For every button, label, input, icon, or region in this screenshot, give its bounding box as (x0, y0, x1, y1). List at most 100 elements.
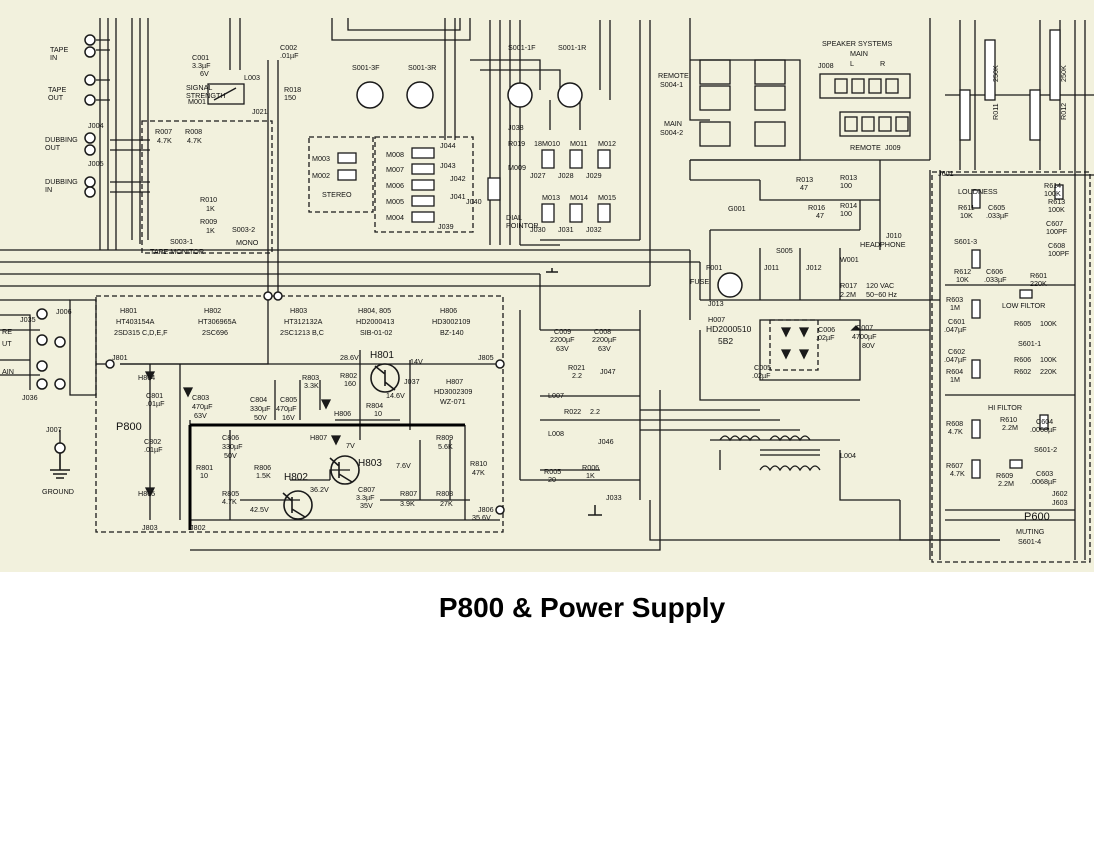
label-j038: J038 (508, 123, 524, 132)
label-r009: R009 (200, 217, 217, 226)
label-c801: C801 (146, 391, 163, 400)
label-c603: C603 (1036, 469, 1053, 478)
label-part-sub-h804: SIB-01-02 (360, 328, 392, 337)
label-j033: J033 (606, 493, 622, 502)
label-r805-value: 4.7K (222, 497, 237, 506)
label-voltage-35-6: 35.6V (472, 513, 491, 522)
label-r804: R804 (366, 401, 383, 410)
label-speaker-remote: REMOTE (850, 143, 881, 152)
label-hi-filtor: HI FILTOR (988, 403, 1022, 412)
label-j805: J805 (478, 353, 494, 362)
label-remote: REMOTE (658, 71, 689, 80)
label-j803: J803 (142, 523, 158, 532)
label-s001-1r: S001-1R (558, 43, 586, 52)
label-h807-ref: H807 (446, 377, 463, 386)
label-h807-type: HD3002309 (434, 387, 472, 396)
label-c803: C803 (192, 393, 209, 402)
label-j802: J802 (190, 523, 206, 532)
label-r805: R805 (222, 489, 239, 498)
label-speaker-r: R (880, 59, 885, 68)
label-f001: F001 (706, 263, 722, 272)
label-c006: C006 (818, 325, 835, 334)
label-r803-value: 3.3K (304, 381, 319, 390)
label-voltage-14-6: 14.6V (386, 391, 405, 400)
label-l003: L003 (244, 73, 260, 82)
label-h807-sub: WZ-071 (440, 397, 466, 406)
label-r602-value: 220K (1040, 367, 1057, 376)
label-c802: C802 (144, 437, 161, 446)
label-r601-value: 220K (1030, 279, 1047, 288)
label-r603: R603 (946, 295, 963, 304)
label-m013: M013 (542, 193, 560, 202)
label-part-type-h804: HD2000413 (356, 317, 394, 326)
label-r611: R611 (958, 203, 975, 212)
label-board-p800: P800 (116, 421, 142, 433)
label-r017-value: 2.2M (840, 290, 856, 299)
label-r604: R604 (946, 367, 963, 376)
label-r807-value: 3.9K (400, 499, 415, 508)
label-r808-value: 27K (440, 499, 453, 508)
label-r011-value: 250K (991, 65, 1000, 82)
label-voltage-7: 7V (346, 441, 355, 450)
label-j602: J602 (1052, 489, 1068, 498)
label-s601-1: S601-1 (1018, 339, 1041, 348)
label-r010: R010 (200, 195, 217, 204)
label-r612-value: 10K (956, 275, 969, 284)
label-c804: C804 (250, 395, 267, 404)
label-c805: C805 (280, 395, 297, 404)
label-c007: C007 (856, 323, 873, 332)
label-r607-value: 4.7K (950, 469, 965, 478)
label-mono: MONO (236, 238, 259, 247)
label-h007-sub: 5B2 (718, 336, 733, 346)
label-c007-voltage: 80V (862, 341, 875, 350)
label-m014: M014 (570, 193, 588, 202)
label-mains-frequency: 50~60 Hz (866, 290, 897, 299)
label-c606-value: .033µF (984, 275, 1007, 284)
jack-circles (36, 34, 743, 515)
label-part-ref-h801: H801 (120, 306, 137, 315)
label-r603-value: 1M (950, 303, 960, 312)
label-r018: R018 (284, 85, 301, 94)
ground-symbol (50, 268, 602, 516)
label-c807: C807 (358, 485, 375, 494)
label-h806: H806 (334, 409, 351, 418)
label-h007: H007 (708, 315, 725, 324)
label-s001-3r: S001-3R (408, 63, 436, 72)
label-l008: L008 (548, 429, 564, 438)
diodes (144, 325, 862, 498)
label-h803: H803 (358, 458, 382, 469)
label-stereo: STEREO (322, 190, 352, 199)
label-r614-value: 100K (1044, 189, 1061, 198)
label-m002: M002 (312, 171, 330, 180)
label-c608-value: 100PF (1048, 249, 1070, 258)
dashed-outlines (95, 120, 1091, 563)
label-c601-value: .047µF (944, 325, 967, 334)
label-j806: J806 (478, 505, 494, 514)
label-s005: S005 (776, 246, 793, 255)
label-j011: J011 (764, 263, 779, 272)
label-r802: R802 (340, 371, 357, 380)
label-c008-value: 2200µF (592, 335, 617, 344)
label-r612: R612 (954, 267, 971, 276)
label-r022-value: 2.2 (590, 407, 600, 416)
label-r803: R803 (302, 373, 319, 382)
label-c002: C002 (280, 43, 297, 52)
label-h804: H804 (138, 373, 155, 382)
label-part-type-h803: HT312132A (284, 317, 323, 326)
label-c602-value: .047µF (944, 355, 967, 364)
label-j031: J031 (558, 225, 574, 234)
label-h801: H801 (370, 350, 394, 361)
label-r601: R601 (1030, 271, 1047, 280)
label-c805-value: 470µF (276, 404, 297, 413)
label-r013a: R013 (796, 175, 813, 184)
caption-title: P800 & Power Supply (438, 592, 726, 623)
label-c804-value: 330µF (250, 404, 271, 413)
label-m008: M008 (386, 150, 404, 159)
label-r005-value: 20 (548, 475, 556, 484)
